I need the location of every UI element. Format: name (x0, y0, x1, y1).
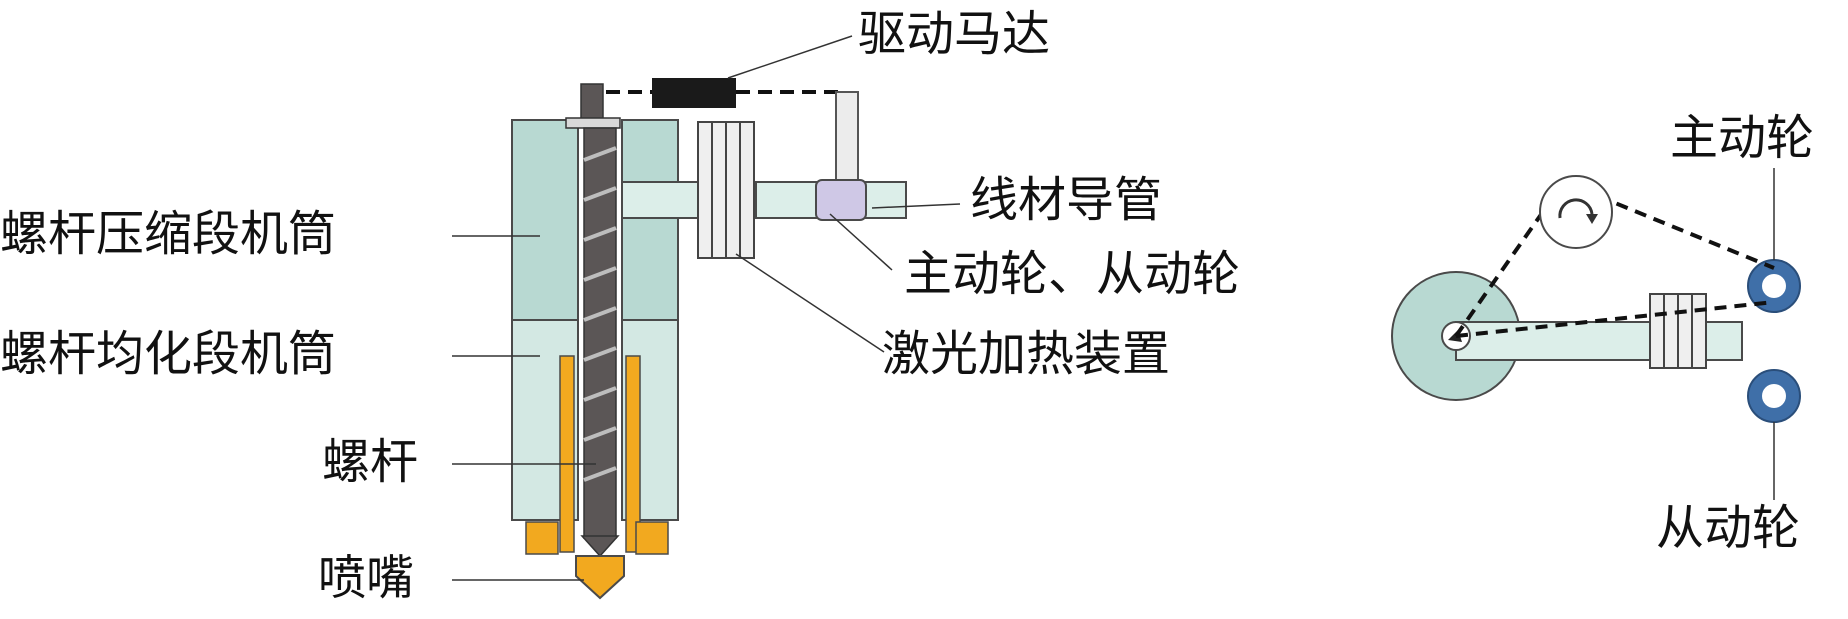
driving-wheel (1747, 259, 1801, 313)
nozzle (575, 555, 625, 600)
label-compression-barrel: 螺杆压缩段机筒 (0, 206, 337, 262)
feed-rollers-right (1649, 293, 1707, 369)
screw-tip (580, 535, 620, 558)
nozzle-foot-left (525, 521, 559, 555)
label-homogenizing-barrel: 螺杆均化段机筒 (0, 326, 337, 382)
laser-ring (815, 179, 867, 221)
leader-motor (727, 35, 853, 79)
leader-wheels (829, 213, 893, 271)
screw-cap (565, 117, 621, 129)
rotate-arrow-icon (1539, 175, 1613, 249)
label-wheels: 主动轮、从动轮 (904, 246, 1241, 302)
sleeve-left (559, 355, 575, 553)
nozzle-foot-right (635, 521, 669, 555)
wire-guide-left (621, 179, 907, 221)
leader-wire-guide (871, 203, 961, 209)
label-driving-wheel: 主动轮 (1670, 110, 1815, 166)
feed-rollers-left (697, 121, 755, 259)
label-driven-wheel: 从动轮 (1656, 500, 1801, 556)
motor-bracket (835, 91, 859, 183)
screw-flights (583, 146, 617, 482)
compression-barrel-right (621, 119, 679, 321)
label-drive-motor: 驱动马达 (858, 6, 1051, 62)
driven-wheel (1747, 369, 1801, 423)
drive-motor (652, 78, 736, 108)
compression-barrel-left (511, 119, 579, 321)
screw (565, 83, 621, 558)
leader-lines-left (452, 35, 961, 581)
guide-tube-inner (621, 181, 703, 219)
wheel-detail (1391, 168, 1801, 500)
label-nozzle: 喷嘴 (318, 550, 415, 606)
nozzle-sleeve (525, 355, 669, 555)
sleeve-right (625, 355, 641, 553)
leader-laser-heater (735, 253, 885, 353)
label-laser-heater: 激光加热装置 (882, 326, 1171, 382)
label-screw: 螺杆 (322, 434, 419, 490)
drive-belt-right (1454, 194, 1775, 338)
label-wire-guide: 线材导管 (970, 172, 1163, 228)
